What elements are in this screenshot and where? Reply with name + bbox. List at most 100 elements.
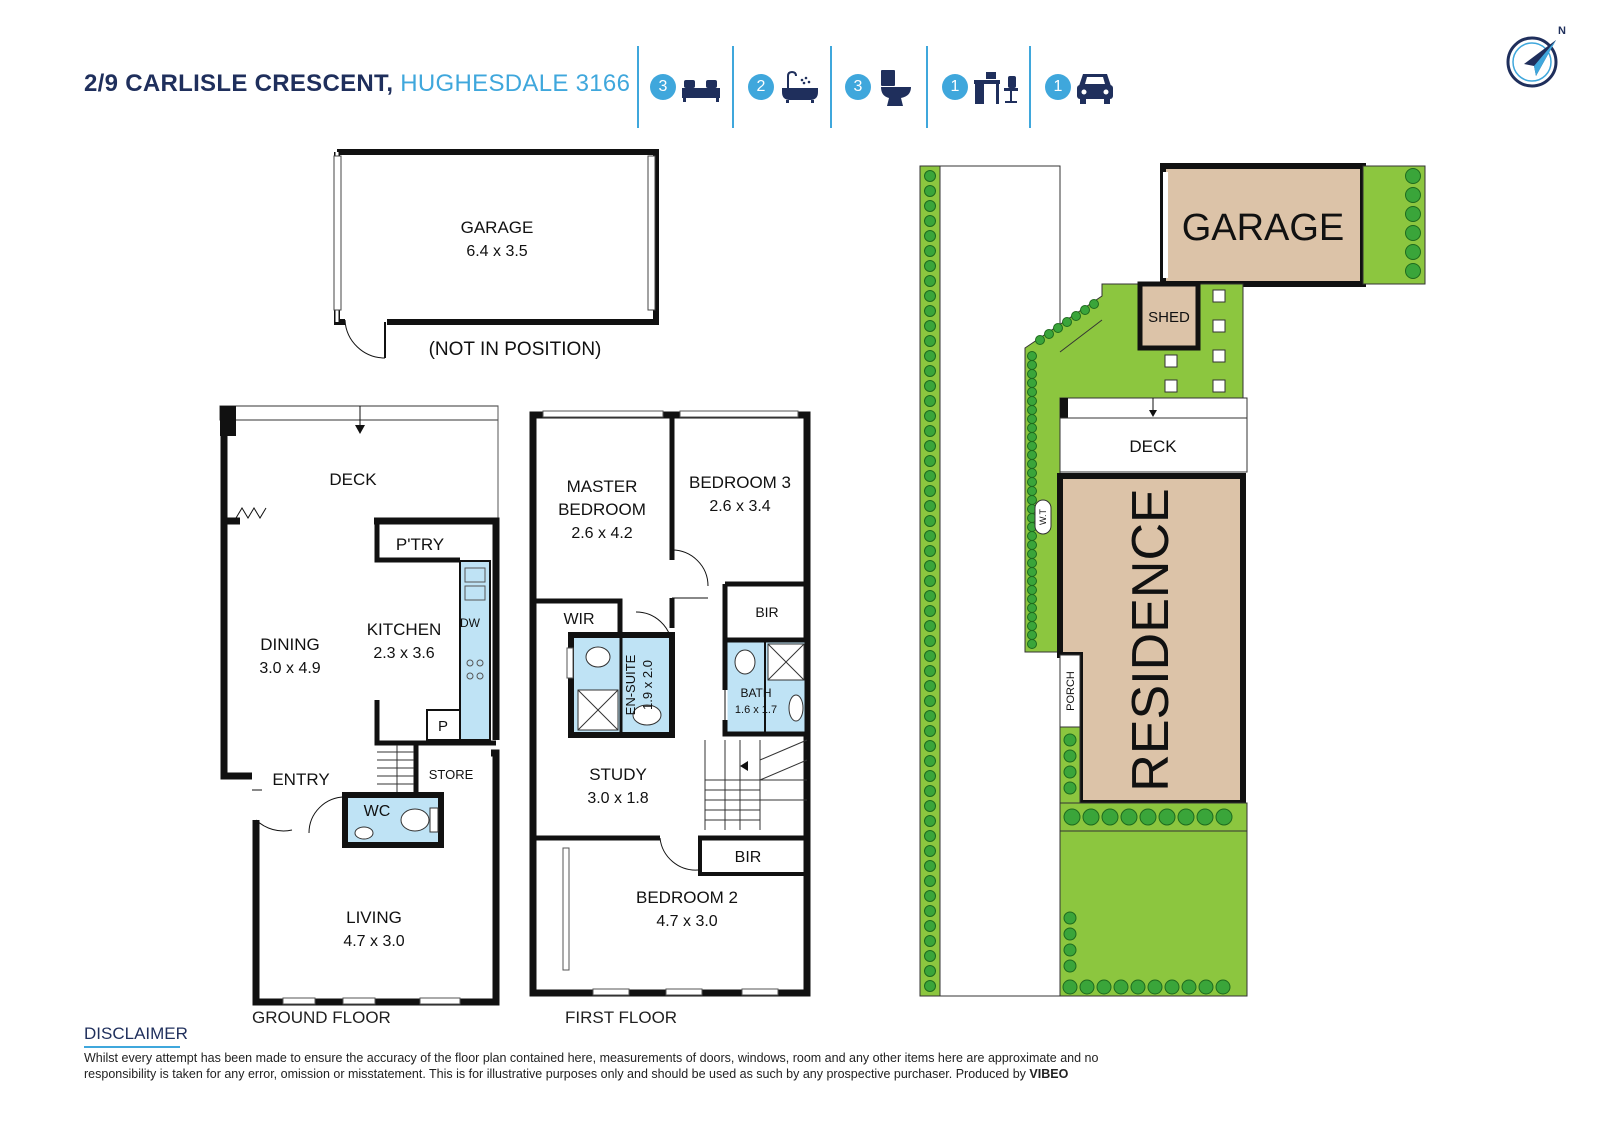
bed-icon — [682, 80, 720, 102]
ground-floor-label: GROUND FLOOR — [252, 1008, 391, 1027]
dishwasher-label: DW — [460, 616, 481, 630]
shrub-icon — [924, 920, 936, 932]
shrub-icon — [924, 830, 936, 842]
shrub-icon — [1027, 432, 1037, 442]
site-garage-label: GARAGE — [1182, 207, 1345, 249]
shrub-icon — [1027, 378, 1037, 388]
master-bedroom-size: 2.6 x 4.2 — [571, 525, 632, 542]
shrub-icon — [1063, 943, 1077, 957]
shrub-icon — [924, 785, 936, 797]
shrub-icon — [1027, 486, 1037, 496]
shrub-icon — [924, 740, 936, 752]
page-title: 2/9 CARLISLE CRESCENT, HUGHESDALE 3166 — [84, 70, 630, 98]
back-hedge — [1027, 299, 1099, 649]
shed-label: SHED — [1148, 309, 1190, 326]
shrub-icon — [924, 185, 936, 197]
shrub-icon — [1063, 765, 1077, 779]
shrub-icon — [924, 230, 936, 242]
bedroom-2-label: BEDROOM 2 — [636, 888, 738, 907]
header-divider — [926, 46, 928, 128]
shrub-icon — [924, 950, 936, 962]
shrub-icon — [1063, 808, 1081, 826]
shrub-icon — [1164, 979, 1180, 995]
shrub-icon — [924, 965, 936, 977]
shrub-icon — [1101, 808, 1119, 826]
shrub-icon — [924, 590, 936, 602]
shrub-icon — [1158, 808, 1176, 826]
shrub-icon — [924, 515, 936, 527]
shrub-icon — [924, 530, 936, 542]
shrub-icon — [1027, 585, 1037, 595]
shrub-icon — [1035, 335, 1045, 345]
shrub-icon — [924, 845, 936, 857]
bedroom-count-badge: 3 — [650, 74, 676, 100]
shrub-icon — [924, 860, 936, 872]
shrub-icon — [924, 620, 936, 632]
shrub-icon — [1027, 576, 1037, 586]
shrub-icon — [924, 290, 936, 302]
shrub-icon — [1027, 405, 1037, 415]
pantry-label: P'TRY — [396, 535, 444, 554]
address-text: 2/9 CARLISLE CRESCENT, — [84, 70, 394, 97]
desk-icon — [974, 72, 1018, 104]
shrub-icon — [924, 500, 936, 512]
shrub-icon — [924, 650, 936, 662]
wir-label: WIR — [563, 611, 594, 628]
shrub-icon — [924, 890, 936, 902]
bathroom-count-badge: 2 — [748, 74, 774, 100]
living-size: 4.7 x 3.0 — [343, 933, 404, 950]
garage-room-size: 6.4 x 3.5 — [466, 243, 527, 260]
water-tank-label: W.T — [1038, 509, 1048, 525]
shrub-icon — [924, 755, 936, 767]
front-hedge — [1062, 733, 1233, 995]
shrub-icon — [1181, 979, 1197, 995]
pantry-cupboard-label: P — [438, 718, 448, 735]
garage-hedge — [1405, 168, 1421, 279]
shrub-icon — [1027, 360, 1037, 370]
bath-label: BATH — [740, 686, 771, 700]
shrub-icon — [924, 245, 936, 257]
shrub-icon — [1139, 808, 1157, 826]
garage-room-label: GARAGE — [461, 218, 534, 237]
shrub-icon — [1027, 549, 1037, 559]
bedroom-2-size: 4.7 x 3.0 — [656, 913, 717, 930]
shrub-icon — [1027, 459, 1037, 469]
bedroom-3-size: 2.6 x 3.4 — [709, 498, 770, 515]
shrub-icon — [924, 170, 936, 182]
kitchen-size: 2.3 x 3.6 — [373, 645, 434, 662]
compass-icon: N — [1506, 25, 1566, 88]
feature-bathrooms: 2 — [748, 70, 828, 106]
bath-size: 1.6 x 1.7 — [735, 704, 777, 716]
shrub-icon — [1027, 387, 1037, 397]
first-floor-plan: MASTER BEDROOM 2.6 x 4.2 BEDROOM 3 2.6 x… — [529, 410, 811, 997]
shrub-icon — [1044, 329, 1054, 339]
study-size: 3.0 x 1.8 — [587, 790, 648, 807]
feature-parking: 1 — [1045, 70, 1125, 106]
shrub-icon — [924, 905, 936, 917]
shrub-icon — [924, 605, 936, 617]
shrub-icon — [924, 695, 936, 707]
shrub-icon — [1079, 979, 1095, 995]
shrub-icon — [924, 575, 936, 587]
shrub-icon — [924, 440, 936, 452]
feature-toilets: 3 — [845, 70, 925, 106]
left-hedge — [924, 170, 936, 992]
toilet-icon — [881, 70, 911, 106]
disclaimer-underline — [84, 1046, 180, 1048]
porch-label: PORCH — [1065, 671, 1077, 711]
shrub-icon — [1027, 567, 1037, 577]
shrub-icon — [924, 455, 936, 467]
bathtub-icon — [782, 70, 818, 103]
shrub-icon — [1405, 244, 1421, 260]
shrub-icon — [1027, 612, 1037, 622]
kitchen-label: KITCHEN — [367, 620, 442, 639]
shrub-icon — [924, 470, 936, 482]
shrub-icon — [924, 350, 936, 362]
bir-upper-label: BIR — [755, 604, 778, 620]
garage-floorplan: GARAGE 6.4 x 3.5 (NOT IN POSITION) — [333, 149, 659, 360]
shrub-icon — [1071, 311, 1081, 321]
shrub-icon — [924, 320, 936, 332]
store-label: STORE — [429, 767, 474, 782]
shrub-icon — [1405, 225, 1421, 241]
